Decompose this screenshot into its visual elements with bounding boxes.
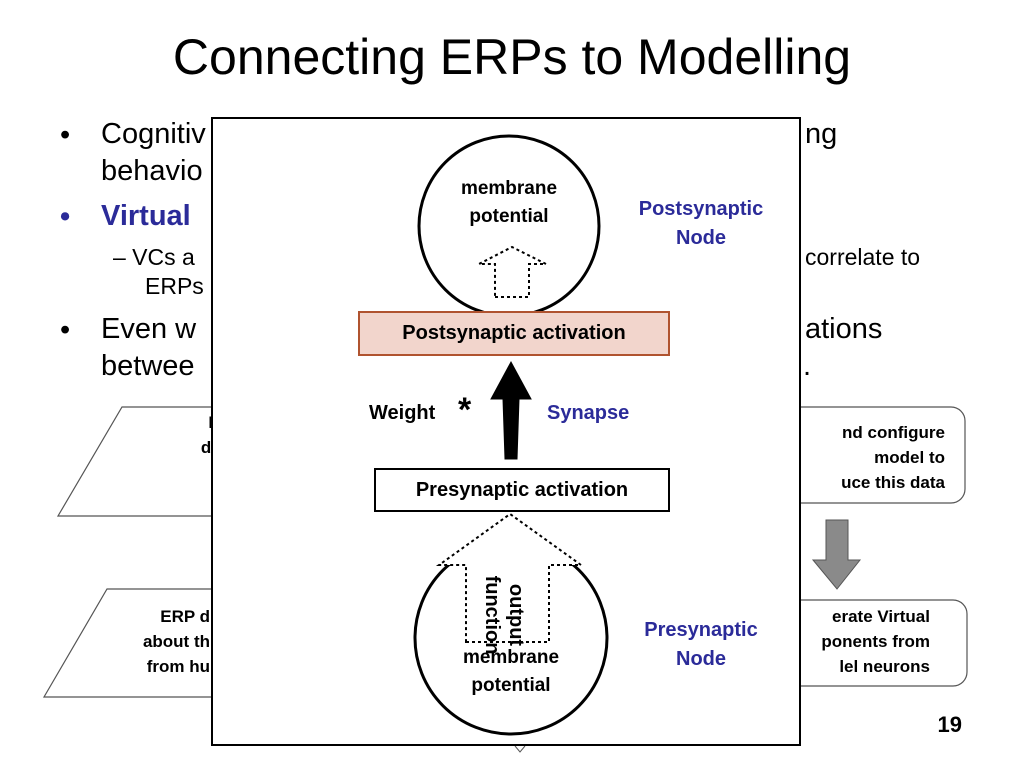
- presynaptic-activation-box: Presynaptic activation: [374, 468, 670, 512]
- postsynaptic-node-label: Postsynaptic Node: [638, 198, 764, 249]
- slide-title: Connecting ERPs to Modelling: [172, 29, 852, 85]
- neuron-diagram-popup: membrane potential Postsynaptic Node Pos…: [211, 117, 801, 746]
- bullet-1-text-end: ng: [805, 118, 838, 150]
- sub-bullet-text-line-2: ERPs: [145, 273, 204, 299]
- bullet-marker: •: [60, 201, 71, 233]
- bullet-1-text-start: Cognitiv: [101, 118, 206, 150]
- presynaptic-node-label: Presynaptic Node: [644, 619, 758, 670]
- bullet-3-text-line-2-end: .: [803, 350, 812, 382]
- output-function-dotted-arrow: [435, 512, 585, 643]
- bullet-marker: •: [60, 119, 71, 151]
- bullet-3-text-start: Even w: [101, 313, 197, 345]
- multiply-symbol: *: [458, 391, 472, 429]
- configure-model-text: nd configure model to uce this data: [841, 423, 945, 492]
- membrane-input-dotted-arrow: [478, 245, 547, 298]
- connector-arrow-tip: [514, 745, 526, 753]
- synapse-arrow: [490, 360, 532, 460]
- bullet-3-text-end: ations: [805, 313, 883, 345]
- erp-data-text: ERP d about th from hu: [142, 607, 210, 676]
- bullet-3-text-line-2: betwee: [101, 350, 195, 382]
- presynaptic-membrane-label: membrane potential: [462, 647, 560, 696]
- sub-bullet-text-end: correlate to: [805, 244, 921, 270]
- bullet-marker: •: [60, 314, 71, 346]
- neuron-diagram-shapes: [413, 134, 609, 736]
- generate-vcs-text: erate Virtual ponents from lel neurons: [821, 607, 930, 676]
- page-number: 19: [937, 712, 962, 737]
- synapse-label: Synapse: [547, 402, 630, 424]
- bullet-1-text-line-2: behavio: [101, 155, 203, 187]
- down-arrow-gray: [811, 519, 862, 590]
- sub-bullet-text-start: – VCs a: [113, 244, 195, 270]
- postsynaptic-membrane-label: membrane potential: [460, 178, 558, 227]
- postsynaptic-activation-box: Postsynaptic activation: [358, 311, 670, 356]
- weight-label: Weight: [369, 402, 436, 424]
- bullet-2-text: Virtual: [101, 200, 191, 232]
